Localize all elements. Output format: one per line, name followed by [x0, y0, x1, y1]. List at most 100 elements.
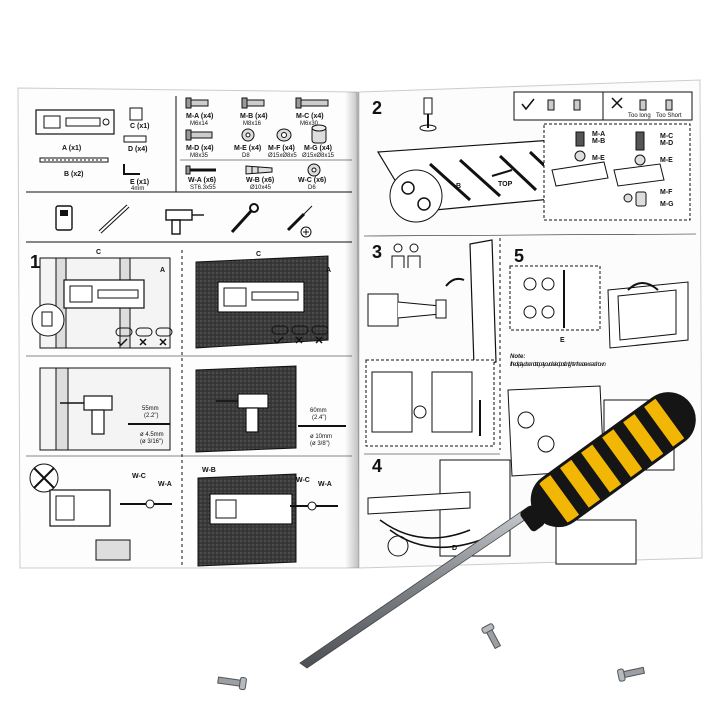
step2-mg-label: M-G	[660, 201, 674, 208]
washer-m-e-label: M-E (x4)	[234, 145, 261, 152]
step1-wa-label-b: W-A	[318, 481, 332, 488]
step1-wa-label-a: W-A	[158, 481, 172, 488]
washer-m-e-icon	[241, 128, 255, 142]
too-long-label: Too long	[628, 113, 651, 119]
loose-screw-left	[217, 676, 247, 691]
too-short-label: Too Short	[656, 113, 682, 119]
hang-tv-diagram	[367, 239, 497, 367]
part-d-spacer	[123, 135, 147, 143]
step2-me-label-b: M-E	[660, 157, 673, 164]
step1-wc-label-a: W-C	[132, 473, 146, 480]
adjust-screws-diagram: E	[509, 265, 601, 344]
step2-mf-label: M-F	[660, 189, 673, 196]
yellow-screwdriver	[299, 392, 696, 669]
part-b-label: B (x2)	[64, 171, 83, 178]
wood-screw-w-a-label: W-A (x6)	[188, 177, 216, 184]
screwdriver-icon	[286, 205, 313, 238]
wood-screw-w-a-icon	[185, 165, 216, 175]
tools-row	[55, 203, 313, 238]
spacer-m-f-icon	[276, 128, 292, 142]
wood-screw-w-a-size: ST6.3x55	[190, 185, 216, 191]
check-icons-right	[271, 325, 329, 345]
drill-left-dia-in: (ø 3/16")	[140, 439, 163, 445]
drill-right-depth: 60mm	[310, 408, 327, 414]
step1-wc-label-b: W-C	[296, 477, 310, 484]
install-wood-diagram: W-C W-A	[29, 463, 172, 561]
spacer-m-g-size: Ø15xØ8x15	[302, 153, 335, 159]
step-2-number: 2	[372, 98, 382, 118]
spacer-m-f-size: Ø15xØ8x5	[268, 153, 297, 159]
tilt-tv-diagram	[607, 281, 689, 349]
spacer-m-g-icon	[311, 124, 327, 144]
screw-m-b-label: M-B (x4)	[240, 113, 268, 120]
screw-check-box: Too long Too Short	[513, 91, 693, 121]
part-a-bracket	[35, 109, 115, 135]
screwdriver-handle	[520, 392, 696, 532]
step-3-number: 3	[372, 242, 382, 262]
step-5-number: 5	[514, 246, 524, 266]
power-drill-icon	[165, 209, 204, 235]
part-c-label: C (x1)	[130, 123, 149, 130]
screw-m-a-icon	[185, 97, 209, 109]
screw-m-a-size: M6x14	[190, 121, 209, 127]
part-c-block	[129, 107, 143, 121]
screw-m-c-size: M6x30	[300, 121, 319, 127]
step-2-section: 2 B TOP Too	[363, 91, 697, 237]
drill-left-depth: 55mm	[142, 406, 159, 412]
drill-right-dia-in: (ø 3/8")	[310, 441, 330, 447]
step1-wb-label: W-B	[202, 467, 216, 474]
wrench-icon	[230, 203, 259, 234]
step2-ma-label: M-A	[592, 131, 605, 138]
step-3-section: 3	[365, 238, 501, 450]
screw-m-b-icon	[241, 97, 265, 109]
screw-m-c-label: M-C (x4)	[296, 113, 324, 120]
step-1-number: 1	[30, 252, 40, 272]
step-4-section: 4 D	[364, 453, 511, 557]
loose-screw-middle	[481, 623, 502, 650]
washer-w-c-size: D6	[308, 185, 316, 191]
two-people-icon	[391, 243, 421, 268]
screw-m-b-size: M8x16	[243, 121, 262, 127]
screw-selection-box: M-A M-B M-E M-C M-D M-E M-F M-G	[543, 123, 691, 221]
drill-left-dia: ø 4.5mm	[140, 432, 164, 438]
pencil-icon	[98, 204, 130, 234]
step-1-section: 1 C A	[26, 249, 352, 567]
washer-w-c-icon	[307, 163, 321, 177]
step2-md-label: M-D	[660, 140, 673, 147]
page-spine-shadow	[345, 92, 359, 568]
step5-note-text: If the display does not stop at your des…	[510, 362, 606, 368]
screw-m-d-icon	[185, 129, 213, 141]
step2-mc-label: M-C	[660, 133, 673, 140]
step-4-number: 4	[372, 456, 382, 476]
screwdriver-turn-icon	[419, 97, 437, 132]
install-concrete-diagram: W-B W-C W-A	[197, 467, 338, 567]
step2-top-label: TOP	[498, 181, 513, 188]
screw-m-c-icon	[295, 97, 329, 109]
drill-left-depth-in: (2.2")	[144, 413, 158, 419]
spacer-m-f-label: M-F (x4)	[268, 145, 295, 152]
anchor-w-b-icon	[245, 165, 273, 175]
screw-m-a-label: M-A (x4)	[186, 113, 213, 120]
drill-concrete-diagram: 60mm (2.4") ø 10mm (ø 3/8")	[195, 365, 346, 453]
part-a-label: A (x1)	[62, 145, 81, 152]
concrete-wall-diagram: C A	[195, 251, 331, 349]
loose-screw-right	[617, 666, 646, 682]
anchor-w-b-size: Ø10x45	[250, 185, 272, 191]
part-e-size: 4mm	[131, 186, 144, 192]
step2-b-label: B	[456, 183, 461, 190]
part-e-hex-key	[123, 164, 140, 175]
step1-a-label-a: A	[160, 267, 165, 274]
screw-m-d-size: M8x35	[190, 153, 209, 159]
svg-text:Note:: Note:	[510, 354, 525, 360]
step1-c-label-a: C	[96, 249, 101, 256]
parts-list-panel: A (x1) B (x2) C (x1) D (x4) E (x1) 4mm M…	[26, 96, 352, 243]
step1-a-label-b: A	[326, 267, 331, 274]
washer-w-c-label: W-C (x6)	[298, 177, 326, 184]
washer-m-e-size: D8	[242, 153, 250, 159]
drill-wood-diagram: 55mm (2.2") ø 4.5mm (ø 3/16")	[39, 367, 171, 451]
lock-screw-diagram	[365, 359, 495, 447]
step5-note-bold: Note:	[510, 354, 525, 360]
spacer-m-g-label: M-G (x4)	[304, 145, 332, 152]
